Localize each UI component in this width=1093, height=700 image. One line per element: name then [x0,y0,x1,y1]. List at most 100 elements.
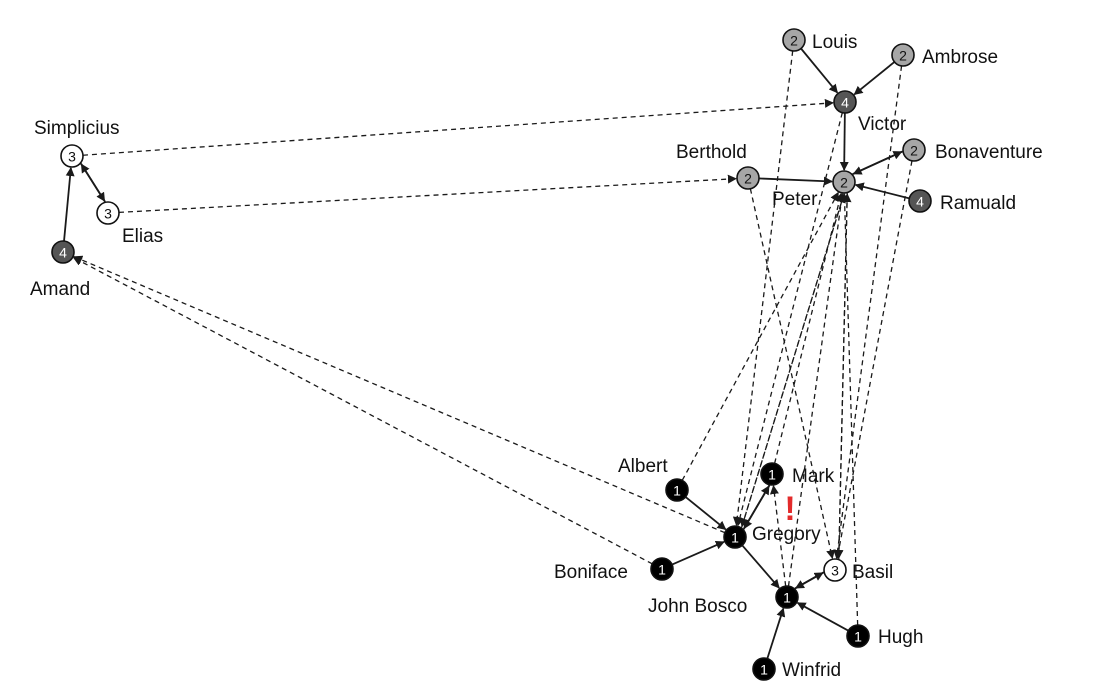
node-circle [650,557,674,581]
node-label: Berthold [676,142,747,163]
node-group-number: 4 [59,245,67,261]
node-group-number: 1 [768,467,776,483]
node-circle [760,462,784,486]
node-label: Elias [122,226,163,247]
node-label: Simplicius [34,118,120,139]
node-circle [782,28,806,52]
node-circle [908,189,932,213]
edge-victor-to-gregory [735,112,843,527]
node-group-number: 2 [910,143,918,159]
node-group-number: 1 [731,530,739,546]
node-group-number: 1 [783,590,791,606]
node-label: Victor [858,114,907,135]
node-simplicius[interactable]: 3 Simplicius [34,118,120,168]
node-johnbosco[interactable]: 1 John Bosco [648,585,799,617]
node-circle [60,144,84,168]
edge-berthold-to-basil [749,188,836,560]
node-group-number: 3 [104,206,112,222]
alert-mark: ! [784,490,795,528]
node-group-number: 2 [899,48,907,64]
node-label: Albert [618,456,668,477]
node-hugh[interactable]: 1 Hugh [846,624,923,648]
node-mark[interactable]: 1 Mark [760,462,835,487]
edge-ambrose-to-basil [833,65,903,559]
node-label: Ambrose [922,47,998,68]
node-basil[interactable]: 3 Basil [823,558,893,583]
node-label: Gregory [752,524,821,545]
node-group-number: 1 [673,483,681,499]
node-group-number: 2 [790,33,798,49]
edge-gregory-to-johnbosco [741,544,780,589]
node-circle [665,478,689,502]
edge-peter-to-gregory [739,193,845,528]
node-ramuald[interactable]: 4 Ramuald [908,189,1016,214]
edge-louis-to-victor [800,47,839,94]
edge-boniface-to-gregory [671,540,725,566]
node-circle [51,240,75,264]
edge-albert-to-peter [681,191,839,481]
node-ambrose[interactable]: 2 Ambrose [891,43,998,68]
node-group-number: 1 [854,629,862,645]
node-berthold[interactable]: 2 Berthold [676,142,760,190]
node-label: Basil [852,562,893,583]
edge-hugh-to-johnbosco [796,601,849,632]
node-circle [846,624,870,648]
node-louis[interactable]: 2 Louis [782,28,857,53]
node-circle [832,170,856,194]
node-group-number: 1 [658,562,666,578]
node-label: Boniface [554,562,628,583]
node-group-number: 3 [831,563,839,579]
edge-peter-to-basil [834,193,848,559]
node-label: Winfrid [782,660,841,681]
node-group-number: 1 [760,662,768,678]
node-circle [891,43,915,67]
node-boniface[interactable]: 1 Boniface [554,557,674,583]
edge-boniface-to-amand [72,257,653,565]
node-label: Bonaventure [935,142,1043,163]
node-gregory[interactable]: 1 Gregory [723,524,821,549]
node-winfrid[interactable]: 1 Winfrid [752,657,841,681]
node-circle [736,166,760,190]
edge-victor-to-peter [839,112,849,171]
edge-elias-to-simplicius [80,163,106,203]
node-label: Mark [792,466,835,487]
edges-layer [63,47,913,659]
node-circle [775,585,799,609]
node-albert[interactable]: 1 Albert [618,456,689,502]
node-label: Amand [30,279,90,300]
node-group-number: 4 [916,194,924,210]
node-circle [902,138,926,162]
node-label: Louis [812,32,857,53]
edge-mark-to-peter [774,192,844,464]
node-group-number: 2 [840,175,848,191]
node-circle [833,90,857,114]
edge-amand-to-simplicius [63,167,75,242]
edge-bonaventure-to-basil [834,160,913,560]
node-circle [723,525,747,549]
node-group-number: 3 [68,149,76,165]
edge-johnbosco-to-mark [769,485,787,587]
node-label: John Bosco [648,596,747,617]
edge-peter-to-bonaventure [852,150,903,176]
edge-berthold-to-peter [758,176,833,186]
node-group-number: 4 [841,95,849,111]
edge-elias-to-berthold [118,174,737,214]
node-label: Ramuald [940,193,1016,214]
edge-basil-to-johnbosco [794,571,825,589]
node-label: Hugh [878,627,923,648]
edge-albert-to-gregory [684,496,727,531]
edge-louis-to-gregory [732,50,794,526]
node-bonaventure[interactable]: 2 Bonaventure [902,138,1043,163]
edge-ambrose-to-victor [853,61,896,96]
edge-winfrid-to-johnbosco [766,607,786,659]
node-circle [96,201,120,225]
node-circle [752,657,776,681]
edge-ramuald-to-peter [854,182,910,200]
node-group-number: 2 [744,171,752,187]
